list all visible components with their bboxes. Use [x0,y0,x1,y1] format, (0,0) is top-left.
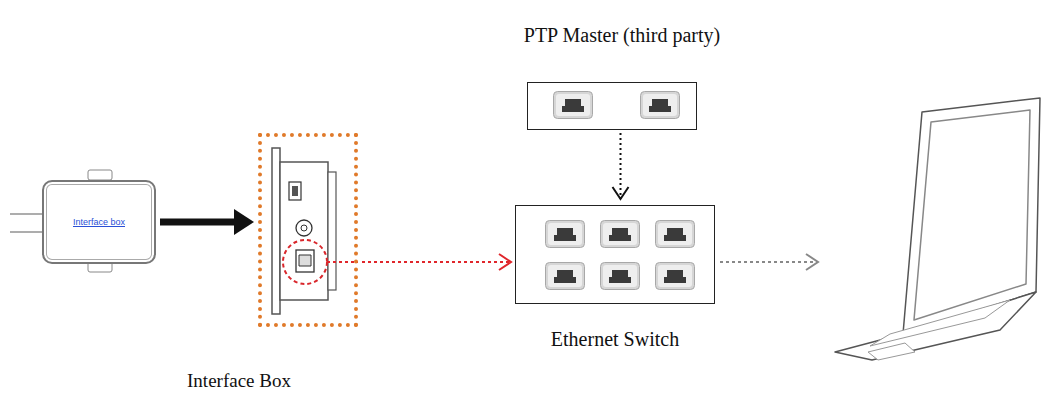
interface-box-frame: Interface Box [258,133,358,327]
ethernet-port [641,92,680,119]
connector-arrow [160,209,254,235]
box-heading: Ethernet Switch [551,328,679,351]
connector-line [362,261,511,263]
ethernet-port [546,221,585,248]
connector-line [620,133,622,199]
ethernet-port [601,263,640,290]
box-label: Interface box [73,217,125,227]
box-heading: Interface Box [187,370,291,392]
arrow-head [499,254,511,270]
ethernet-port [554,92,593,119]
arrow-head [806,254,818,270]
cable [10,213,42,214]
connector-arrow [362,254,511,270]
ethernet-port [656,263,695,290]
box-heading: PTP Master (third party) [524,24,720,47]
arrow-head [234,209,254,235]
connector-arrow [613,133,629,199]
device-box: Interface box [42,180,156,264]
ethernet-port [546,263,585,290]
mount-clip [88,170,112,180]
cable-start [327,261,358,263]
laptop-link [720,261,818,263]
switch-box: Ethernet Switch [515,205,715,304]
interface-box-side-view [272,148,336,314]
arrow-head [613,187,629,199]
ethernet-port [601,221,640,248]
connector-line [160,219,238,226]
laptop [835,98,1040,360]
ptp-master-box: PTP Master (third party) [527,82,697,130]
ethernet-port [656,221,695,248]
cable [10,231,42,232]
